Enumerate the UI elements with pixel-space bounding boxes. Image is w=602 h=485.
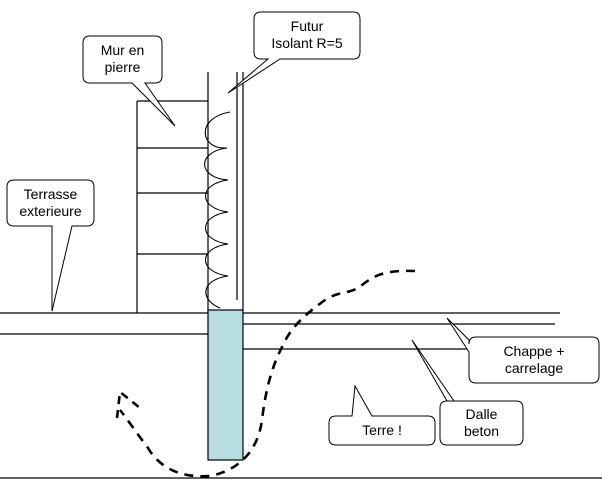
label-stone-wall-line-2: pierre xyxy=(104,59,141,75)
foundation-block xyxy=(207,309,244,461)
label-terrace-line-1: Terrasse xyxy=(23,186,78,202)
moisture-dashed-path xyxy=(118,269,416,478)
label-stone-wall-line-1: Mur en xyxy=(100,42,145,58)
label-screed-line-1: Chappe + xyxy=(503,343,565,359)
callout-slab-bubble xyxy=(411,339,524,446)
callout-insulation-bubble xyxy=(227,11,361,94)
label-screed-line-2: carrelage xyxy=(504,360,564,376)
moisture-arrowhead xyxy=(115,389,141,419)
insulation-wave xyxy=(204,111,231,309)
label-screed: Chappe + carrelage xyxy=(469,343,599,377)
callout-screed-bubble xyxy=(446,317,600,384)
label-stone-wall: Mur en pierre xyxy=(83,42,162,76)
callout-earth-bubble xyxy=(328,384,436,446)
label-slab-line-2: beton xyxy=(463,423,500,439)
label-insulation-line-2: Isolant R=5 xyxy=(271,35,343,51)
label-earth-line-1: Terre ! xyxy=(362,422,402,438)
callout-terrace-bubble xyxy=(6,179,95,312)
label-insulation-line-1: Futur xyxy=(290,18,324,34)
label-terrace-line-2: exterieure xyxy=(19,203,82,219)
label-slab-line-1: Dalle xyxy=(465,406,498,422)
callout-stone-wall-bubble xyxy=(82,35,176,127)
label-slab: Dalle beton xyxy=(440,406,523,440)
label-earth: Terre ! xyxy=(329,422,435,439)
label-insulation: Futur Isolant R=5 xyxy=(254,18,360,52)
label-terrace: Terrasse exterieure xyxy=(7,186,94,220)
